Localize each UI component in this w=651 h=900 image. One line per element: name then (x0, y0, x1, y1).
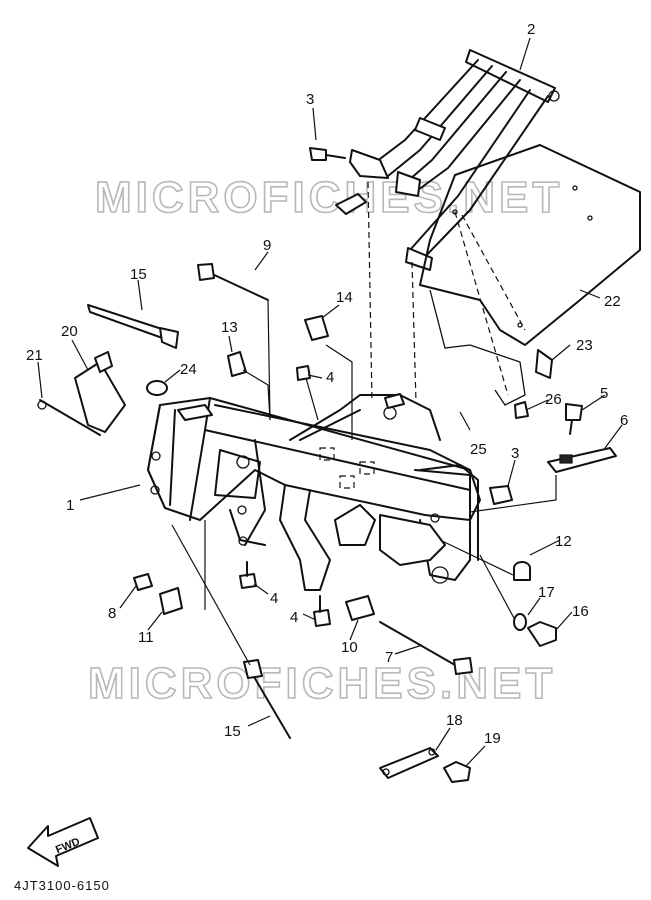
collar-12 (513, 561, 531, 581)
bracket-6 (547, 447, 617, 473)
collar-24 (146, 380, 168, 396)
callout-3-lower: 3 (511, 445, 519, 462)
callout-26: 26 (545, 391, 562, 408)
collar-10 (345, 595, 375, 621)
bolt-4-left (239, 561, 257, 589)
bolt-19 (443, 761, 471, 783)
callout-9: 9 (263, 237, 271, 254)
collar-11 (159, 587, 183, 615)
rear-fender (419, 144, 641, 406)
watermark-top: MICROFICHES.NET (95, 173, 563, 222)
callout-1: 1 (66, 497, 74, 514)
callout-21: 21 (26, 347, 43, 364)
clamp-14 (304, 315, 329, 341)
cable-tie-lower (243, 659, 291, 739)
reservoir-tank (74, 351, 126, 433)
callout-4-left: 4 (270, 590, 278, 607)
callout-25: 25 (470, 441, 487, 458)
callout-15-lower: 15 (224, 723, 241, 740)
diagram-code: 4JT3100-6150 (14, 878, 110, 893)
fwd-arrow: FWD (27, 817, 99, 867)
nut-8 (133, 573, 153, 591)
callout-16: 16 (572, 603, 589, 620)
callout-12: 12 (555, 533, 572, 550)
bolt-16 (527, 621, 557, 647)
callout-7: 7 (385, 649, 393, 666)
callout-13: 13 (221, 319, 238, 336)
callout-2: 2 (527, 21, 535, 38)
callout-22: 22 (604, 293, 621, 310)
grommet-13 (227, 351, 247, 377)
callout-4-upper: 4 (326, 369, 334, 386)
callout-15-upper: 15 (130, 266, 147, 283)
callout-14: 14 (336, 289, 353, 306)
callout-6: 6 (620, 412, 628, 429)
watermark-bottom: MICROFICHES.NET (88, 659, 556, 708)
callout-20: 20 (61, 323, 78, 340)
callout-18: 18 (446, 712, 463, 729)
callout-19: 19 (484, 730, 501, 747)
callout-labels: 2 3 9 15 14 22 13 20 23 21 24 4 5 26 6 2… (26, 21, 628, 747)
callout-11: 11 (138, 629, 154, 646)
leader-lines (37, 37, 623, 767)
callout-8: 8 (108, 605, 116, 622)
main-frame (147, 393, 481, 591)
bolt-3-lower (489, 485, 513, 505)
tie-21 (37, 399, 101, 436)
bolt-3-upper (309, 147, 346, 161)
callout-24: 24 (180, 361, 197, 378)
plate-18 (379, 747, 439, 779)
bolt-7 (379, 621, 473, 675)
callout-4-lower: 4 (290, 609, 298, 626)
bolt-5 (565, 403, 583, 435)
bolt-4-upper (296, 365, 311, 381)
bolt-23 (535, 349, 553, 379)
callout-3-upper: 3 (306, 91, 314, 108)
callout-10: 10 (341, 639, 358, 656)
callout-17: 17 (538, 584, 555, 601)
callout-23: 23 (576, 337, 593, 354)
bolt-26 (514, 401, 529, 419)
cable-tie-upper (87, 304, 179, 349)
callout-5: 5 (600, 385, 608, 402)
bolt-4-lower (313, 595, 331, 627)
washer-17 (513, 613, 527, 631)
bolt-9 (197, 263, 269, 301)
rear-subframe (335, 49, 560, 271)
